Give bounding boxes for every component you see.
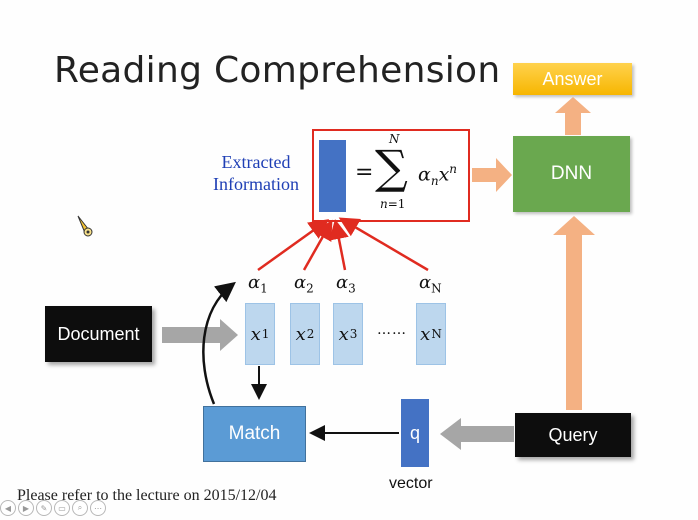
alpha-label-1: α1 <box>248 272 268 296</box>
extracted-information-label: Extracted Information <box>213 152 299 194</box>
more-icon[interactable]: ⋯ <box>90 500 106 516</box>
answer-box: Answer <box>513 63 632 95</box>
equals-sign: = <box>355 160 374 185</box>
query-to-q-arrow <box>440 418 514 450</box>
alpha2-red-arrow <box>302 219 333 271</box>
sum-upper-limit: N <box>389 132 400 146</box>
dnn-box: DNN <box>513 136 630 212</box>
extracted-vector-bar <box>319 140 346 212</box>
dnn-to-answer-arrow <box>555 97 591 135</box>
equation-to-dnn-arrow <box>472 158 512 192</box>
document-to-x-arrow <box>162 319 238 351</box>
alpha-label-n: αN <box>419 272 442 296</box>
alpha3-red-arrow <box>329 219 349 271</box>
footer-note: Please refer to the lecture on 2015/12/0… <box>17 487 277 504</box>
sum-lower-limit: n=1 <box>380 197 406 211</box>
summand: αnxn <box>418 162 458 189</box>
sigma-symbol: ∑ <box>375 140 408 194</box>
pen-cursor-icon <box>77 215 93 237</box>
query-to-dnn-arrow <box>553 216 595 410</box>
document-box: Document <box>45 306 152 362</box>
previous-icon[interactable]: ◀ <box>0 500 16 516</box>
match-to-alpha-arrow <box>202 281 236 405</box>
zoom-icon[interactable]: ⌕ <box>72 500 88 516</box>
alphan-red-arrow <box>338 217 429 272</box>
match-box: Match <box>203 406 306 462</box>
query-box: Query <box>515 413 631 457</box>
slide-title: Reading Comprehension <box>54 50 501 91</box>
vector-label: vector <box>389 475 433 492</box>
next-icon[interactable]: ▶ <box>18 500 34 516</box>
slides-icon[interactable]: ▭ <box>54 500 70 516</box>
player-controls: ◀ ▶ ✎ ▭ ⌕ ⋯ <box>0 500 106 516</box>
alpha-label-3: α3 <box>336 272 356 296</box>
q-vector-box: q <box>401 399 429 467</box>
ellipsis: …… <box>377 322 407 338</box>
alpha-label-2: α2 <box>294 272 314 296</box>
alpha1-red-arrow <box>257 219 330 272</box>
pen-icon[interactable]: ✎ <box>36 500 52 516</box>
